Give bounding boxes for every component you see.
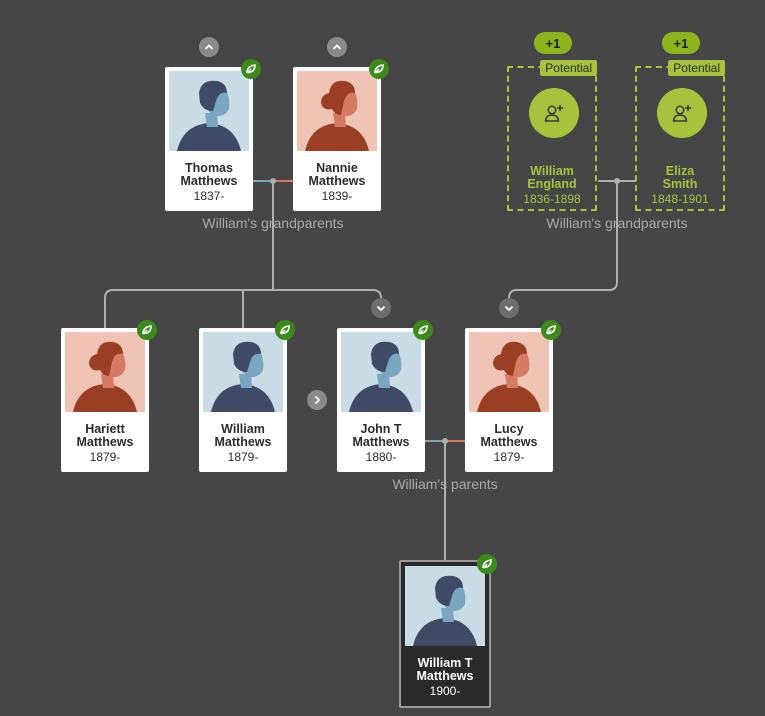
group-label-parents: William's parents [392, 476, 498, 492]
expand-ancestors-thomas-button[interactable] [199, 37, 219, 57]
female-silhouette-avatar [65, 332, 145, 412]
chevron-down-icon [504, 305, 514, 312]
plus-one-badge[interactable]: +1 [534, 32, 572, 54]
female-silhouette-avatar [297, 71, 377, 151]
person-years: 1837- [193, 189, 225, 203]
male-silhouette-avatar [203, 332, 283, 412]
collapse-lucy-button[interactable] [499, 298, 519, 318]
leaf-hint-icon[interactable] [413, 320, 433, 340]
person-years: 1836-1898 [523, 192, 581, 206]
leaf-hint-icon[interactable] [275, 320, 295, 340]
leaf-hint-icon[interactable] [541, 320, 561, 340]
group-label-maternal-grandparents: William's grandparents [546, 215, 688, 231]
expand-siblings-button[interactable] [307, 390, 327, 410]
person-years: 1879- [493, 450, 525, 464]
chevron-right-icon [314, 395, 321, 405]
chevron-up-icon [332, 44, 342, 50]
chevron-down-icon [376, 305, 386, 312]
male-silhouette-avatar [341, 332, 421, 412]
person-years: 1880- [365, 450, 397, 464]
collapse-john-button[interactable] [371, 298, 391, 318]
person-years: 1839- [321, 189, 353, 203]
leaf-hint-icon[interactable] [477, 554, 497, 574]
person-years: 1900- [429, 684, 461, 698]
potential-badge: Potential [540, 60, 597, 76]
chevron-up-icon [204, 44, 214, 50]
leaf-hint-icon[interactable] [241, 59, 261, 79]
potential-badge: Potential [668, 60, 725, 76]
leaf-hint-icon[interactable] [137, 320, 157, 340]
add-person-icon [657, 88, 707, 138]
add-person-icon [529, 88, 579, 138]
group-label-paternal-grandparents: William's grandparents [202, 215, 344, 231]
person-years: 1848-1901 [651, 192, 709, 206]
person-years: 1879- [227, 450, 259, 464]
expand-ancestors-nannie-button[interactable] [327, 37, 347, 57]
plus-one-badge[interactable]: +1 [662, 32, 700, 54]
leaf-hint-icon[interactable] [369, 59, 389, 79]
male-silhouette-avatar [405, 566, 485, 646]
person-years: 1879- [89, 450, 121, 464]
male-silhouette-avatar [169, 71, 249, 151]
female-silhouette-avatar [469, 332, 549, 412]
